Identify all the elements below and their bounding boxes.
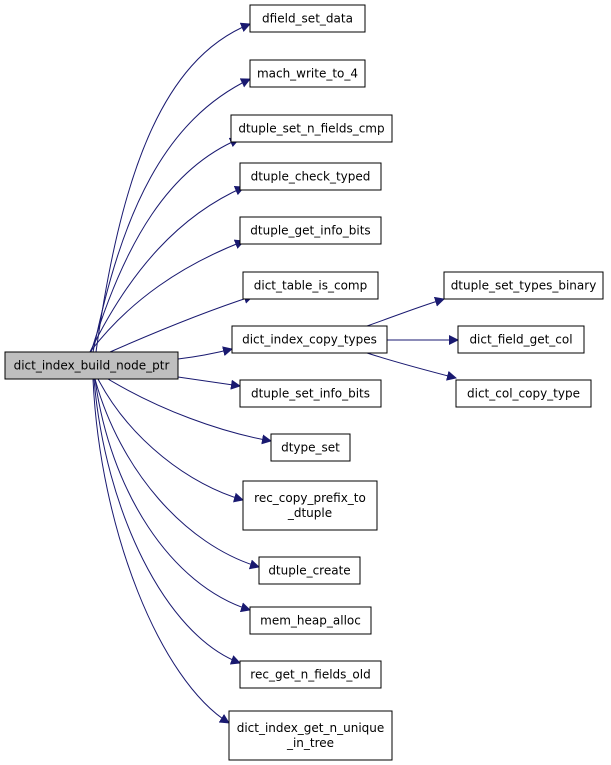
edge-n0-n13 [93, 378, 241, 665]
node-label: mem_heap_alloc [260, 614, 361, 628]
node-label: dict_field_get_col [469, 333, 572, 347]
node-label: dtuple_check_typed [251, 170, 371, 184]
node-box[interactable] [239, 660, 382, 689]
node-dtuple-check-typed[interactable]: dtuple_check_typed [239, 162, 382, 191]
node-label: dtuple_set_types_binary [451, 279, 597, 293]
node-label: mach_write_to_4 [257, 67, 358, 81]
node-dict-field-get-col[interactable]: dict_field_get_col [457, 325, 585, 354]
node-box[interactable] [457, 325, 585, 354]
node-dict-col-copy-type[interactable]: dict_col_copy_type [455, 379, 592, 408]
node-rec-get-n-fields-old[interactable]: rec_get_n_fields_old [239, 660, 382, 689]
edge-n0-n12 [94, 378, 251, 613]
node-box[interactable] [249, 59, 366, 88]
edge-n0-n5 [89, 239, 245, 353]
node-box[interactable] [258, 556, 361, 585]
node-dtuple-set-types-binary[interactable]: dtuple_set_types_binary [443, 271, 604, 300]
node-dict-index-copy-types[interactable]: dict_index_copy_types [231, 325, 388, 354]
node-dict-index-get-n-unique-in-tree[interactable]: dict_index_get_n_unique_in_tree [228, 710, 393, 761]
edge-n0-n1 [95, 22, 251, 353]
node-label: dict_index_build_node_ptr [14, 359, 170, 373]
edge-n0-n7 [177, 346, 233, 360]
node-box[interactable] [270, 433, 351, 462]
node-dict-index-build-node-ptr[interactable]: dict_index_build_node_ptr [4, 351, 179, 380]
edge-n0-n6 [109, 294, 254, 353]
edge-n0-n8 [177, 376, 241, 390]
node-label: dict_col_copy_type [467, 387, 580, 401]
node-dtuple-set-info-bits[interactable]: dtuple_set_info_bits [239, 379, 382, 408]
node-box[interactable] [242, 271, 379, 300]
edge-n0-n2 [92, 78, 251, 353]
node-box[interactable] [239, 162, 382, 191]
node-mach-write-to-4[interactable]: mach_write_to_4 [249, 59, 366, 88]
edge-n0-n10 [97, 378, 244, 503]
node-label: dtype_set [281, 441, 340, 455]
node-dtuple-set-n-fields-cmp[interactable]: dtuple_set_n_fields_cmp [230, 114, 393, 143]
node-box[interactable] [4, 351, 179, 380]
node-label: dict_table_is_comp [254, 279, 367, 293]
node-box[interactable] [239, 216, 382, 245]
node-dfield-set-data[interactable]: dfield_set_data [249, 4, 366, 33]
node-box[interactable] [231, 325, 388, 354]
edge-n0-n11 [94, 378, 260, 570]
node-box[interactable] [443, 271, 604, 300]
node-box[interactable] [230, 114, 393, 143]
node-box[interactable] [228, 710, 393, 761]
node-dict-table-is-comp[interactable]: dict_table_is_comp [242, 271, 379, 300]
edge-n0-n3 [90, 137, 240, 353]
node-rec-copy-prefix-to-dtuple[interactable]: rec_copy_prefix_to_dtuple [242, 480, 378, 531]
node-label: dtuple_set_info_bits [251, 387, 370, 401]
node-label: dict_index_copy_types [242, 333, 377, 347]
node-label: dfield_set_data [262, 12, 353, 26]
node-dtuple-create[interactable]: dtuple_create [258, 556, 361, 585]
node-label: rec_get_n_fields_old [250, 668, 370, 682]
node-label: _in_tree [286, 736, 334, 750]
node-dtuple-get-info-bits[interactable]: dtuple_get_info_bits [239, 216, 382, 245]
node-label: rec_copy_prefix_to [254, 491, 366, 505]
node-mem-heap-alloc[interactable]: mem_heap_alloc [249, 606, 372, 635]
node-box[interactable] [249, 4, 366, 33]
node-label: dtuple_get_info_bits [250, 224, 370, 238]
node-dtype-set[interactable]: dtype_set [270, 433, 351, 462]
node-box[interactable] [455, 379, 592, 408]
edge-n0-n9 [107, 378, 272, 445]
edge-n7-n17 [366, 352, 457, 381]
node-label: dtuple_create [268, 564, 350, 578]
node-label: dtuple_set_n_fields_cmp [238, 122, 384, 136]
edge-n0-n14 [92, 378, 230, 724]
node-label: dict_index_get_n_unique [237, 721, 385, 735]
edge-n0-n4 [89, 186, 245, 353]
node-box[interactable] [239, 379, 382, 408]
edge-n7-n15 [366, 296, 445, 327]
node-box[interactable] [249, 606, 372, 635]
node-label: _dtuple [287, 506, 332, 520]
node-box[interactable] [242, 480, 378, 531]
